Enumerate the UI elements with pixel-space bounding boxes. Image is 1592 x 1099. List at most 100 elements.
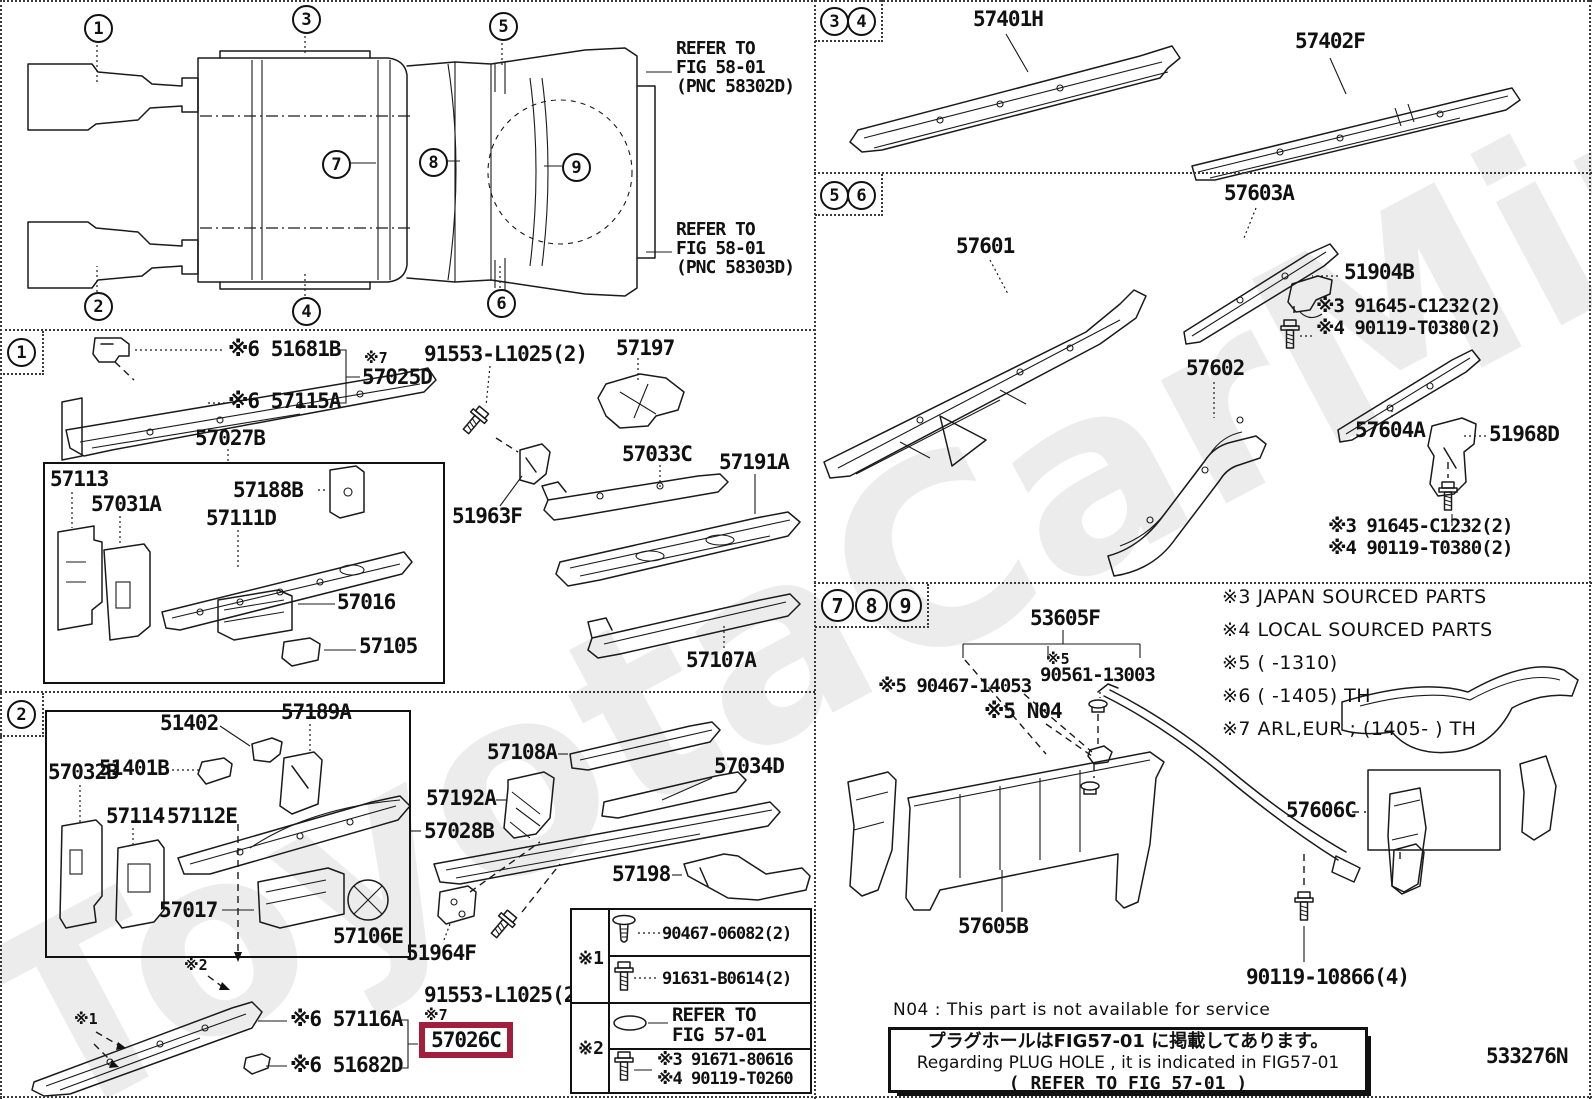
part-label-91671-80616[interactable]: ※3 91671-80616 — [657, 1050, 794, 1070]
part-label-57603a[interactable]: 57603A — [1224, 181, 1295, 205]
part-label-57115a[interactable]: ※6 57115A — [228, 389, 342, 413]
mark-7-57025d: ※7 — [364, 349, 388, 367]
part-label-57602[interactable]: 57602 — [1186, 356, 1245, 380]
part-label-57604a[interactable]: 57604A — [1355, 418, 1426, 442]
part-label-51682d[interactable]: ※6 51682D — [290, 1053, 404, 1077]
section34-cornerbox — [815, 0, 883, 42]
part-label-57031a[interactable]: 57031A — [91, 492, 162, 516]
plug-hole-note-ref: ( REFER TO FIG 57-01 ) — [1008, 1072, 1248, 1094]
border-left — [0, 0, 2, 1099]
part-label-57192a[interactable]: 57192A — [426, 786, 497, 810]
part-label-57605b[interactable]: 57605B — [958, 914, 1029, 938]
plug-hole-note-box: プラグホールはFIG57-01 に掲載してあります。 Regarding PLU… — [888, 1027, 1368, 1094]
part-label-53605f[interactable]: 53605F — [1030, 606, 1101, 630]
part-label-91645-1[interactable]: ※3 91645-C1232(2) — [1316, 295, 1501, 317]
part-label-90467-14053[interactable]: ※5 90467-14053 — [878, 675, 1032, 697]
clip-icon — [612, 914, 636, 943]
note-7: ※7 ARL,EUR ; (1405- ) TH — [1222, 718, 1477, 740]
border-right — [1589, 0, 1591, 1099]
part-label-57016[interactable]: 57016 — [337, 590, 396, 614]
part-label-57197[interactable]: 57197 — [616, 336, 675, 360]
part-label-57034d[interactable]: 57034D — [714, 754, 785, 778]
section34-number-4: 4 — [847, 7, 876, 36]
part-label-57027b[interactable]: 57027B — [195, 426, 266, 450]
part-label-51681b[interactable]: ※6 51681B — [228, 337, 342, 361]
mark-1: ※1 — [74, 1010, 98, 1028]
part-label-90119-10866[interactable]: 90119-10866(4) — [1246, 965, 1410, 989]
mark-5-90561: ※5 — [1046, 650, 1070, 668]
callout-6: 6 — [487, 289, 516, 318]
note-local-sourced: ※4 LOCAL SOURCED PARTS — [1222, 619, 1493, 641]
part-label-51904b[interactable]: 51904B — [1344, 260, 1415, 284]
refer-top-block: REFER TO FIG 58-01 (PNC 58302D) — [676, 38, 795, 97]
divider-left-2 — [0, 691, 815, 693]
part-label-57402f[interactable]: 57402F — [1295, 29, 1366, 53]
part-label-57106e[interactable]: 57106E — [333, 924, 404, 948]
part-label-57032b[interactable]: 57032B — [48, 760, 119, 784]
part-label-51963f[interactable]: 51963F — [452, 504, 523, 528]
part-label-57112e[interactable]: 57112E — [167, 804, 238, 828]
part-label-51402[interactable]: 51402 — [160, 711, 219, 735]
section56-drawings — [823, 207, 1486, 577]
section789-number-8: 8 — [855, 589, 888, 622]
part-label-n04[interactable]: ※5 N04 — [984, 699, 1063, 723]
part-label-90119t-2[interactable]: ※4 90119-T0380(2) — [1328, 537, 1513, 559]
table-col-divider — [608, 910, 610, 1092]
part-label-57606c[interactable]: 57606C — [1286, 798, 1357, 822]
part-label-57114[interactable]: 57114 — [106, 804, 165, 828]
part-label-57108a[interactable]: 57108A — [487, 740, 558, 764]
section789-number-7: 7 — [821, 589, 854, 622]
part-label-90119-t0260[interactable]: ※4 90119-T0260 — [657, 1069, 794, 1089]
section34-drawings — [849, 33, 1521, 181]
part-label-57111d[interactable]: 57111D — [206, 506, 277, 530]
callout-3: 3 — [292, 5, 321, 34]
part-label-57025d[interactable]: 57025D — [362, 365, 433, 389]
section1-drawings — [57, 337, 801, 667]
refer-top-line3: (PNC 58302D) — [676, 75, 795, 97]
n04-service-note: N04 : This part is not available for ser… — [893, 1000, 1271, 1020]
part-label-51401b[interactable]: 51401B — [99, 756, 170, 780]
refer-top-line1: REFER TO — [676, 38, 756, 59]
part-label-57601[interactable]: 57601 — [956, 234, 1015, 258]
part-label-90561-13003[interactable]: 90561-13003 — [1040, 664, 1156, 686]
callout-7: 7 — [322, 150, 351, 179]
table-row-divider-2 — [608, 1048, 810, 1050]
part-label-51968d[interactable]: 51968D — [1489, 422, 1560, 446]
part-label-57017[interactable]: 57017 — [159, 898, 218, 922]
part-label-57189a[interactable]: 57189A — [281, 700, 352, 724]
section2-number: 2 — [7, 700, 36, 729]
part-label-51964f[interactable]: 51964F — [406, 941, 477, 965]
divider-left-1 — [0, 329, 815, 331]
part-label-57033c[interactable]: 57033C — [622, 442, 693, 466]
note-6: ※6 ( -1405) TH — [1222, 685, 1372, 707]
part-label-91553-2[interactable]: 91553-L1025(2) — [424, 983, 588, 1007]
part-label-57198[interactable]: 57198 — [612, 862, 671, 886]
section2-cornerbox — [0, 693, 44, 737]
bolt-icon — [614, 961, 634, 991]
fastener-table: ※1 ※2 90467-06082(2) 91631-B0614(2) REFE… — [570, 908, 812, 1094]
grommet-oval-icon — [613, 1015, 647, 1031]
part-label-90467-06082[interactable]: 90467-06082(2) — [662, 924, 792, 944]
part-label-90119t-1[interactable]: ※4 90119-T0380(2) — [1316, 317, 1501, 339]
part-label-57191a[interactable]: 57191A — [719, 450, 790, 474]
section34-number-3: 3 — [820, 7, 849, 36]
callout-9: 9 — [562, 153, 591, 182]
divider-right-1 — [814, 172, 1592, 174]
part-label-91553-1[interactable]: 91553-L1025(2) — [424, 342, 588, 366]
part-label-57113[interactable]: 57113 — [50, 467, 109, 491]
section1-cornerbox — [0, 331, 44, 375]
part-label-91645-2[interactable]: ※3 91645-C1232(2) — [1328, 515, 1513, 537]
part-label-91631-b0614[interactable]: 91631-B0614(2) — [662, 969, 792, 989]
section1-number: 1 — [7, 338, 36, 367]
part-label-57107a[interactable]: 57107A — [686, 648, 757, 672]
part-label-57188b[interactable]: 57188B — [233, 478, 304, 502]
refer-bottom-block: REFER TO FIG 58-01 (PNC 58303D) — [676, 220, 795, 278]
section789-drawings — [847, 630, 1579, 962]
note-5: ※5 ( -1310) — [1222, 652, 1338, 674]
part-label-57401h[interactable]: 57401H — [973, 7, 1044, 31]
highlighted-part-57026c[interactable]: 57026C — [419, 1022, 513, 1058]
part-label-57116a[interactable]: ※6 57116A — [290, 1007, 404, 1031]
part-label-57105[interactable]: 57105 — [359, 634, 418, 658]
part-label-57028b[interactable]: 57028B — [424, 819, 495, 843]
